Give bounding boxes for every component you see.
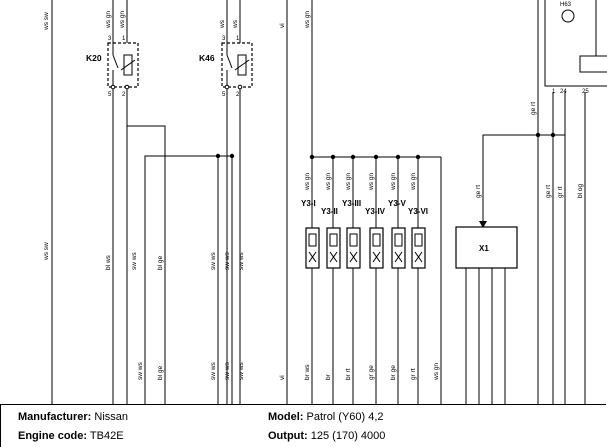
relay-k46-pin-2: 2 [236, 92, 240, 98]
wire-label: gr rt [410, 368, 417, 380]
wire-label: ws gn [433, 363, 440, 381]
injector-label-4: Y3-IV [365, 207, 386, 216]
top-pin-25: 25 [582, 89, 589, 95]
wire-label: ws gn [368, 173, 375, 191]
injector-y3-i [305, 227, 320, 269]
wire-label: bl ge [157, 366, 164, 380]
wire-label: sw ws [137, 362, 144, 380]
injector-label-2: Y3-II [321, 207, 338, 216]
wire-label: ge rt [530, 102, 537, 115]
wire-label: bl ge [157, 256, 164, 270]
wire-label: br [325, 373, 332, 380]
manufacturer-label: Manufacturer: [18, 411, 92, 423]
injector-label-3: Y3-III [342, 199, 361, 208]
injector-y3-v [391, 227, 406, 269]
x1-feed-arrow [479, 221, 487, 228]
wire-label: gr ge [368, 365, 375, 380]
wire-label: sw ws [210, 252, 217, 270]
engine-code-label: Engine code: [18, 430, 88, 442]
wire-label: br rt [345, 368, 352, 380]
relay-k20: K20 3 1 5 2 [86, 36, 139, 98]
wire-label: sw ws [224, 362, 231, 380]
injectors: Y3-I Y3-II Y3-III Y3-IV Y3-V Y3-VI [301, 199, 428, 269]
injector-label-6: Y3-VI [408, 207, 428, 216]
wire-label: gr rt [557, 186, 564, 198]
wire-label: ws sw [43, 12, 50, 31]
model-value: Patrol (Y60) 4,2 [306, 411, 384, 423]
top-pin-24: 24 [560, 89, 567, 95]
module-x1-label: X1 [479, 244, 489, 253]
relay-k20-pin-5: 5 [108, 92, 112, 98]
wire-label: ws [219, 19, 226, 29]
wire-label: sw ws [224, 252, 231, 270]
relay-k46-pin-1: 1 [236, 36, 240, 42]
relay-k46-pin-5: 5 [222, 92, 226, 98]
wire-label: ws gn [345, 173, 352, 191]
manufacturer-row: Manufacturer: Nissan [18, 411, 128, 423]
wire-label: br ge [390, 365, 397, 380]
wire-label: sw ws [210, 362, 217, 380]
relay-k20-pin-1: 1 [122, 36, 126, 42]
manufacturer-value: Nissan [94, 411, 129, 423]
wire-label: ws gn [105, 11, 112, 29]
wire-label: ws gn [390, 173, 397, 191]
wire-label: sw ws [238, 362, 245, 380]
output-row: Output: 125 (170) 4000 [268, 430, 385, 442]
wire-label: ws gn [304, 173, 311, 191]
injector-label-5: Y3-V [388, 199, 406, 208]
wire-label: ws gn [119, 11, 126, 29]
wire-label: bl og [577, 184, 584, 198]
injector-y3-iii [346, 227, 361, 269]
vehicle-info-bar: Manufacturer: Nissan Engine code: TB42E … [0, 404, 606, 447]
junction-dots [215, 132, 556, 160]
model-row: Model: Patrol (Y60) 4,2 [268, 411, 384, 423]
wire-label: ge rt [475, 185, 482, 198]
wire-labels: ws sw ws sw ws gn ws gn ws ws vi ws gn b… [43, 11, 584, 381]
injector-y3-vi [411, 227, 426, 269]
output-value: 125 (170) 4000 [310, 430, 386, 442]
module-h63-label: H63 [560, 2, 572, 8]
output-label: Output: [268, 430, 308, 442]
injector-label-1: Y3-I [301, 199, 316, 208]
wire-label: ws sw [43, 242, 50, 261]
wire-label: ge rt [545, 185, 552, 198]
wire-label: sw ws [238, 252, 245, 270]
injector-y3-iv [369, 227, 384, 269]
wire-label: ws gn [325, 173, 332, 191]
relay-k20-pin-3: 3 [108, 36, 112, 42]
wire-label: vi [279, 375, 286, 380]
engine-code-value: TB42E [89, 430, 124, 442]
module-x1: X1 [455, 226, 518, 269]
wire-label: br ws [304, 364, 311, 380]
wire-label: ws gn [410, 173, 417, 191]
injector-y3-ii [326, 227, 341, 269]
wire-label: sw ws [131, 252, 138, 270]
wire-label: ws [232, 19, 239, 29]
wire-label: ws gn [304, 11, 311, 29]
relay-k20-label: K20 [86, 53, 102, 63]
wire-label: vi [279, 23, 286, 28]
relay-k46-pin-3: 3 [222, 36, 226, 42]
relay-k46: K46 3 1 5 2 [199, 36, 253, 98]
top-pin-1: 1 [552, 89, 556, 95]
relay-k46-label: K46 [199, 53, 215, 63]
model-label: Model: [268, 411, 304, 423]
relay-k20-pin-2: 2 [122, 92, 126, 98]
engine-code-row: Engine code: TB42E [18, 430, 124, 442]
wiring-diagram: K20 3 1 5 2 K46 3 1 5 2 [43, 0, 607, 404]
wire-label: bl ws [105, 254, 112, 270]
